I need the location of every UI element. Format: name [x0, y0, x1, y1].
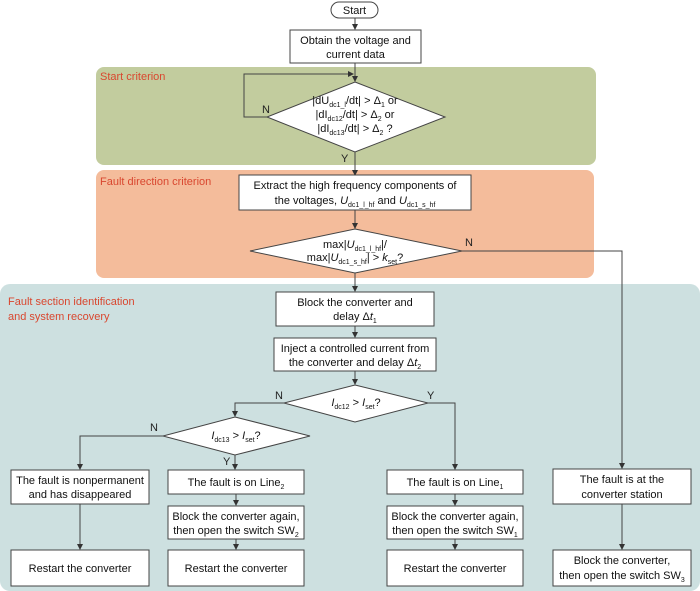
- start-cond-line1: |dUdc1_l/dt| > Δ1 or: [312, 95, 398, 109]
- nonpermanent-line2: and has disappeared: [29, 489, 132, 501]
- edge-cond13-no: [77, 435, 163, 470]
- block-sw3-line2: then open the switch SW3: [559, 570, 685, 584]
- region-label-start-criterion: Start criterion: [100, 71, 165, 83]
- edge-cond12-yes: [428, 402, 458, 470]
- dir-cond-line2: max|Udc1_s_hf| > kset?: [307, 252, 403, 266]
- cond13-text: Idc13 > Iset?: [211, 430, 260, 444]
- restart-c-label: Restart the converter: [404, 563, 507, 575]
- restart-box-a: [10, 549, 150, 587]
- extract-line2: the voltages, Udc1_l_hf and Udc1_s_hf: [275, 195, 436, 209]
- start-cond-yes-label: Y: [341, 153, 349, 165]
- region-label-fault-section: Fault section identification: [8, 296, 135, 308]
- obtain-line1: Obtain the voltage and: [300, 35, 411, 47]
- start-cond-line3: |dIdc13/dt| > Δ2 ?: [317, 123, 392, 137]
- edge-cond12-no: [232, 402, 284, 417]
- edge-dir-no: [462, 250, 625, 469]
- region-label-fault-section-2: and system recovery: [8, 311, 110, 323]
- start-cond-no-label: N: [262, 104, 270, 116]
- start-cond-line2: |dIdc12/dt| > Δ2 or: [316, 109, 395, 123]
- block-delay-line1: Block the converter and: [297, 297, 413, 309]
- restart-box-b: [167, 549, 305, 587]
- block-sw1-line1: Block the converter again,: [391, 511, 518, 523]
- fault-line1-text: The fault is on Line1: [407, 477, 504, 491]
- block-sw2-line1: Block the converter again,: [172, 511, 299, 523]
- cond12-yes-label: Y: [427, 390, 435, 402]
- block-delay-line2: delay Δt1: [333, 311, 377, 325]
- extract-hf-box: [238, 174, 472, 211]
- fault-line2-text: The fault is on Line2: [188, 477, 285, 491]
- nonpermanent-line1: The fault is nonpermanent: [16, 475, 144, 487]
- region-fault-section: [0, 284, 700, 591]
- dir-cond-line1: max|Udc1_l_hf|/: [323, 239, 388, 253]
- idc12-decision: [282, 384, 429, 423]
- edge-start-cond-no-loop: [243, 71, 354, 118]
- block-sw3-line1: Block the converter,: [574, 555, 671, 567]
- nonpermanent-box: [10, 469, 150, 505]
- start-label: Start: [343, 5, 366, 17]
- fault-line2-box: [167, 469, 305, 495]
- region-label-fault-direction: Fault direction criterion: [100, 176, 211, 188]
- cond13-no-label: N: [150, 422, 158, 434]
- block-sw2-box: [167, 505, 305, 540]
- dir-no-label: N: [465, 237, 473, 249]
- cond13-yes-label: Y: [223, 456, 231, 468]
- block-sw1-line2: then open the switch SW1: [392, 525, 518, 539]
- cond12-no-label: N: [275, 390, 283, 402]
- restart-b-label: Restart the converter: [185, 563, 288, 575]
- obtain-data-box: [289, 29, 422, 64]
- block-sw3-box: [552, 549, 692, 587]
- inject-line1: Inject a controlled current from: [281, 343, 430, 355]
- block-sw2-line2: then open the switch SW2: [173, 525, 299, 539]
- station-line2: converter station: [581, 489, 662, 501]
- fault-line1-box: [386, 469, 524, 495]
- inject-line2: the converter and delay Δt2: [289, 357, 421, 371]
- extract-line1: Extract the high frequency components of: [253, 180, 457, 192]
- restart-box-c: [386, 549, 524, 587]
- restart-a-label: Restart the converter: [29, 563, 132, 575]
- cond12-text: Idc12 > Iset?: [331, 397, 380, 411]
- obtain-line2: current data: [326, 49, 386, 61]
- station-line1: The fault is at the: [580, 474, 664, 486]
